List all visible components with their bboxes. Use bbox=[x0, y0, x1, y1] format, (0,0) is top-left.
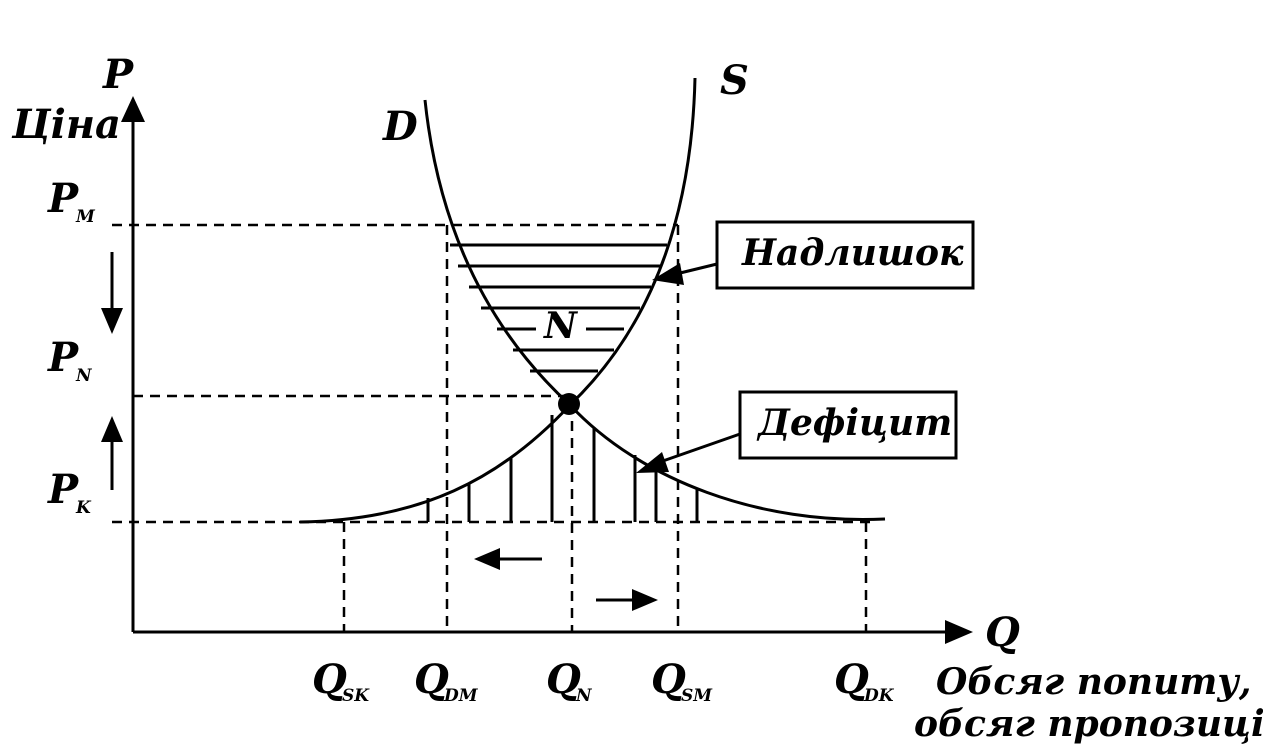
price-down-arrow bbox=[101, 252, 123, 334]
quantity-left-arrow bbox=[474, 548, 542, 570]
svg-text:DM: DM bbox=[443, 686, 479, 706]
svg-text:DK: DK bbox=[863, 686, 895, 706]
svg-text:N: N bbox=[75, 366, 93, 386]
y-axis-symbol: P bbox=[102, 51, 135, 98]
svg-text:SM: SM bbox=[681, 686, 713, 706]
price-label-k: P K bbox=[47, 466, 92, 518]
quantity-label-dm: Q DM bbox=[414, 656, 479, 706]
quantity-label-sk: Q SK bbox=[312, 656, 370, 706]
svg-text:P: P bbox=[47, 334, 80, 381]
svg-text:Q: Q bbox=[834, 656, 869, 703]
price-up-arrow bbox=[101, 416, 123, 490]
svg-text:Дефіцит: Дефіцит bbox=[756, 402, 952, 444]
price-label-m: P M bbox=[47, 175, 96, 227]
svg-text:SK: SK bbox=[342, 686, 370, 706]
svg-text:K: K bbox=[75, 498, 92, 518]
svg-text:Q: Q bbox=[312, 656, 347, 703]
svg-text:Q: Q bbox=[651, 656, 686, 703]
supply-label: S bbox=[720, 57, 749, 104]
demand-label: D bbox=[382, 103, 418, 150]
quantity-label-dk: Q DK bbox=[834, 656, 895, 706]
equilibrium-label: N bbox=[543, 305, 579, 347]
quantity-label-sm: Q SM bbox=[651, 656, 713, 706]
x-axis-arrowhead bbox=[945, 620, 973, 644]
svg-text:M: M bbox=[75, 207, 96, 227]
svg-text:Q: Q bbox=[414, 656, 449, 703]
quantity-label-n: Q N bbox=[546, 656, 593, 706]
y-axis-arrowhead bbox=[121, 96, 145, 122]
y-axis-name: Ціна bbox=[11, 101, 121, 148]
equilibrium-point bbox=[558, 393, 580, 415]
deficit-hatching bbox=[426, 415, 699, 522]
svg-text:Надлишок: Надлишок bbox=[741, 232, 964, 274]
surplus-hatching bbox=[450, 243, 667, 373]
svg-text:Q: Q bbox=[546, 656, 581, 703]
x-axis-name-line2: обсяг пропозиції bbox=[914, 703, 1263, 745]
x-axis-symbol: Q bbox=[985, 609, 1020, 656]
deficit-callout: Дефіцит bbox=[636, 390, 958, 473]
quantity-right-arrow bbox=[596, 589, 658, 611]
x-axis-name-line1: Обсяг попиту, bbox=[936, 661, 1251, 703]
svg-text:P: P bbox=[47, 175, 80, 222]
svg-text:N: N bbox=[575, 686, 593, 706]
svg-text:P: P bbox=[47, 466, 80, 513]
surplus-callout: Надлишок bbox=[652, 220, 975, 290]
price-label-n: P N bbox=[47, 334, 93, 386]
